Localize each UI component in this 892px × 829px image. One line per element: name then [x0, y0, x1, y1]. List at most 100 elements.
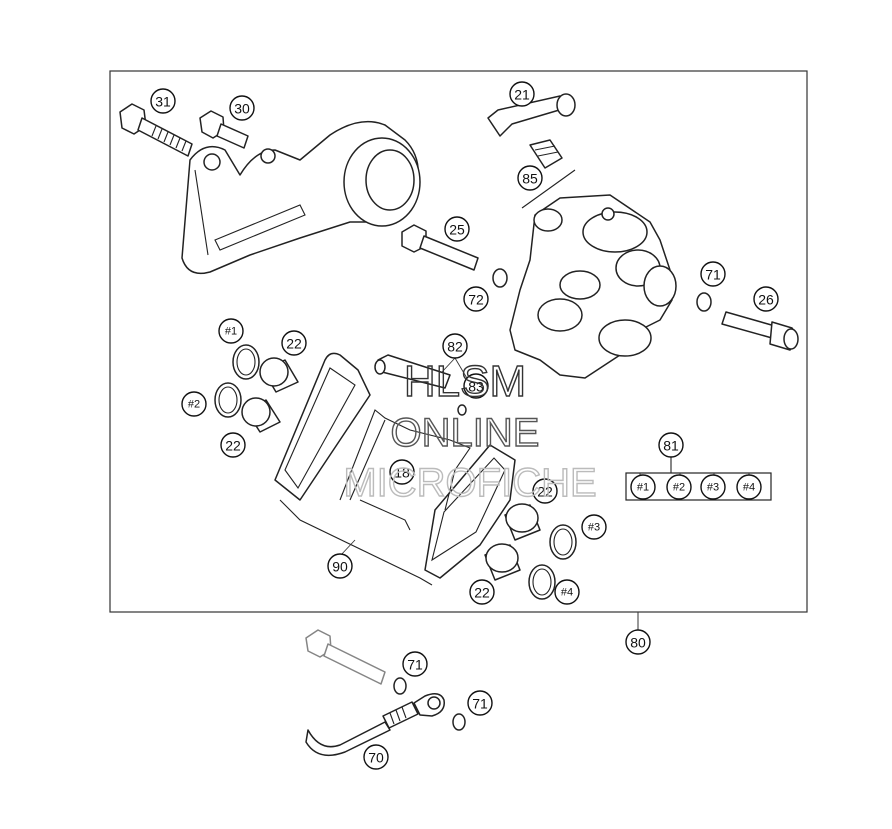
callout-circle — [625, 629, 651, 655]
callout-circle — [517, 165, 543, 191]
bolt-31 — [119, 103, 193, 157]
callout-label: 25 — [449, 222, 465, 238]
callout-circle — [463, 286, 489, 312]
callout-circle — [666, 474, 692, 500]
callout-c30: 30 — [229, 95, 255, 121]
callout-label: 21 — [514, 87, 530, 103]
callout-circle — [402, 651, 428, 677]
callout-label: 81 — [663, 438, 679, 454]
ring-71-top — [696, 292, 712, 312]
watermark-line1: HLSM — [404, 357, 526, 406]
callout-c3b: #3 — [700, 474, 726, 500]
leader-lines — [339, 357, 750, 557]
watermark-line2: ONLINE — [391, 411, 540, 455]
callout-c83: 83 — [463, 373, 489, 399]
callout-circle — [581, 514, 607, 540]
callout-c25: 25 — [444, 216, 470, 242]
callout-label: 82 — [447, 339, 463, 355]
banjo-bolt — [305, 629, 386, 685]
callout-circle — [229, 95, 255, 121]
callout-circle — [469, 579, 495, 605]
piston-22-a — [259, 357, 299, 393]
callout-c22b: 22 — [220, 432, 246, 458]
callout-label: 31 — [155, 94, 171, 110]
callout-c31: 31 — [150, 88, 176, 114]
callout-circle — [700, 261, 726, 287]
callout-circle — [281, 330, 307, 356]
callout-circle — [700, 474, 726, 500]
callout-label: 30 — [234, 101, 250, 117]
callout-circle — [150, 88, 176, 114]
callout-circle — [467, 690, 493, 716]
callout-label: 22 — [474, 585, 490, 601]
callout-label: #2 — [188, 399, 200, 411]
callout-label: 72 — [468, 292, 484, 308]
callout-circle — [363, 744, 389, 770]
callout-label: 22 — [225, 438, 241, 454]
watermark: HLSM ONLINE MICROFICHE — [343, 356, 598, 505]
callout-c21: 21 — [509, 81, 535, 107]
pad-spring-18 — [339, 409, 471, 531]
callout-c90: 90 — [327, 553, 353, 579]
callout-circle — [442, 333, 468, 359]
callout-label: #3 — [707, 482, 719, 494]
caliper-support-bracket — [181, 120, 421, 275]
brake-pads-90 — [274, 352, 516, 586]
callout-label: 22 — [537, 484, 553, 500]
callout-c22c: 22 — [532, 478, 558, 504]
ring-71-mid — [393, 677, 407, 695]
pad-pin-82 — [374, 354, 451, 389]
callout-label: 71 — [472, 696, 488, 712]
callout-label: 70 — [368, 750, 384, 766]
callout-c26: 26 — [753, 286, 779, 312]
piston-22-d — [484, 543, 521, 581]
callout-label: 71 — [407, 657, 423, 673]
kit-frame — [109, 70, 808, 613]
callout-circle — [509, 81, 535, 107]
callout-label: 90 — [332, 559, 348, 575]
callout-c4a: #4 — [554, 579, 580, 605]
callout-circle — [753, 286, 779, 312]
callout-label: #1 — [225, 326, 237, 338]
piston-22-b — [241, 397, 281, 433]
clip-83 — [457, 404, 467, 416]
callout-label: #2 — [673, 482, 685, 494]
callout-c85: 85 — [517, 165, 543, 191]
callout-circle — [532, 478, 558, 504]
callout-c2b: #2 — [666, 474, 692, 500]
callout-label: #4 — [561, 587, 573, 599]
piston-22-c — [504, 503, 541, 541]
bolt-26 — [721, 311, 799, 351]
caliper-body — [509, 194, 677, 379]
callout-c18: 18 — [389, 459, 415, 485]
callout-c4b: #4 — [736, 474, 762, 500]
callout-c71c: 71 — [467, 690, 493, 716]
callout-c81: 81 — [658, 432, 684, 458]
callout-c71b: 71 — [402, 651, 428, 677]
callout-label: #4 — [743, 482, 755, 494]
callout-circle — [658, 432, 684, 458]
callout-label: 22 — [286, 336, 302, 352]
callout-label: #3 — [588, 522, 600, 534]
callout-c72: 72 — [463, 286, 489, 312]
callout-circle — [220, 432, 246, 458]
callout-c70: 70 — [363, 744, 389, 770]
callout-c1b: #1 — [630, 474, 656, 500]
callout-c22a: 22 — [281, 330, 307, 356]
callout-circle — [327, 553, 353, 579]
ring-72 — [492, 268, 508, 288]
callout-circle — [463, 373, 489, 399]
callout-circle — [630, 474, 656, 500]
callout-c71a: 71 — [700, 261, 726, 287]
callout-c1a: #1 — [218, 318, 244, 344]
callout-c22d: 22 — [469, 579, 495, 605]
callout-circle — [181, 391, 207, 417]
callout-label: 80 — [630, 635, 646, 651]
callout-label: 85 — [522, 171, 538, 187]
callout-label: 83 — [468, 379, 484, 395]
callout-circle — [218, 318, 244, 344]
watermark-line3: MICROFICHE — [343, 461, 596, 505]
callout-c82: 82 — [442, 333, 468, 359]
callout-c3a: #3 — [581, 514, 607, 540]
